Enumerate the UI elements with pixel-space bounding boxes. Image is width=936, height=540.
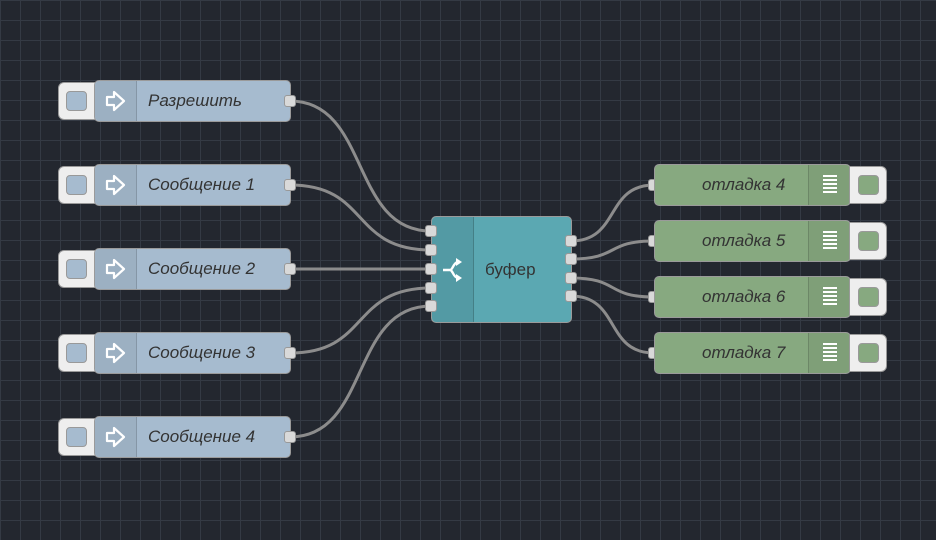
arrow-in-icon: [105, 342, 125, 364]
list-icon: [822, 343, 837, 361]
output-port[interactable]: [284, 95, 296, 107]
wire[interactable]: [289, 183, 432, 252]
inject-node[interactable]: Сообщение 1: [94, 164, 291, 206]
inject-node[interactable]: Сообщение 4: [94, 416, 291, 458]
node-label: Сообщение 4: [148, 427, 256, 446]
input-port[interactable]: [425, 263, 437, 275]
wire[interactable]: [289, 304, 432, 439]
input-port[interactable]: [425, 225, 437, 237]
node-label: отладка 6: [702, 287, 786, 306]
node-label: Сообщение 1: [148, 175, 256, 194]
debug-node[interactable]: отладка 5: [654, 220, 851, 262]
arrow-in-icon: [105, 258, 125, 280]
wire[interactable]: [289, 99, 432, 233]
node-label: отладка 4: [702, 175, 786, 194]
inject-button[interactable]: [58, 418, 96, 456]
debug-toggle-button[interactable]: [849, 222, 887, 260]
node-label: отладка 5: [702, 231, 786, 250]
output-port[interactable]: [565, 235, 577, 247]
output-port[interactable]: [565, 272, 577, 284]
inject-node[interactable]: Разрешить: [94, 80, 291, 122]
input-port[interactable]: [425, 282, 437, 294]
wire[interactable]: [570, 276, 655, 299]
buffer-node[interactable]: буфер: [431, 216, 572, 323]
wire[interactable]: [570, 183, 655, 243]
input-port[interactable]: [425, 300, 437, 312]
wire[interactable]: [570, 239, 655, 261]
input-port[interactable]: [425, 244, 437, 256]
wire[interactable]: [289, 286, 432, 355]
arrow-in-icon: [105, 174, 125, 196]
list-icon: [822, 231, 837, 249]
output-port[interactable]: [565, 253, 577, 265]
wire[interactable]: [570, 294, 655, 355]
output-port[interactable]: [565, 290, 577, 302]
node-label: Сообщение 2: [148, 259, 256, 278]
node-label: отладка 7: [702, 343, 786, 362]
node-label: буфер: [485, 259, 536, 279]
inject-button[interactable]: [58, 166, 96, 204]
inject-node[interactable]: Сообщение 3: [94, 332, 291, 374]
node-label: Разрешить: [148, 91, 242, 110]
list-icon: [822, 175, 837, 193]
debug-toggle-button[interactable]: [849, 278, 887, 316]
output-port[interactable]: [284, 347, 296, 359]
debug-node[interactable]: отладка 6: [654, 276, 851, 318]
node-label: Сообщение 3: [148, 343, 256, 362]
debug-toggle-button[interactable]: [849, 334, 887, 372]
list-icon: [822, 287, 837, 305]
output-port[interactable]: [284, 263, 296, 275]
inject-button[interactable]: [58, 250, 96, 288]
arrow-in-icon: [105, 426, 125, 448]
split-icon: [442, 257, 462, 282]
debug-node[interactable]: отладка 4: [654, 164, 851, 206]
arrow-in-icon: [105, 90, 125, 112]
inject-button[interactable]: [58, 82, 96, 120]
output-port[interactable]: [284, 431, 296, 443]
debug-toggle-button[interactable]: [849, 166, 887, 204]
inject-button[interactable]: [58, 334, 96, 372]
inject-node[interactable]: Сообщение 2: [94, 248, 291, 290]
debug-node[interactable]: отладка 7: [654, 332, 851, 374]
output-port[interactable]: [284, 179, 296, 191]
